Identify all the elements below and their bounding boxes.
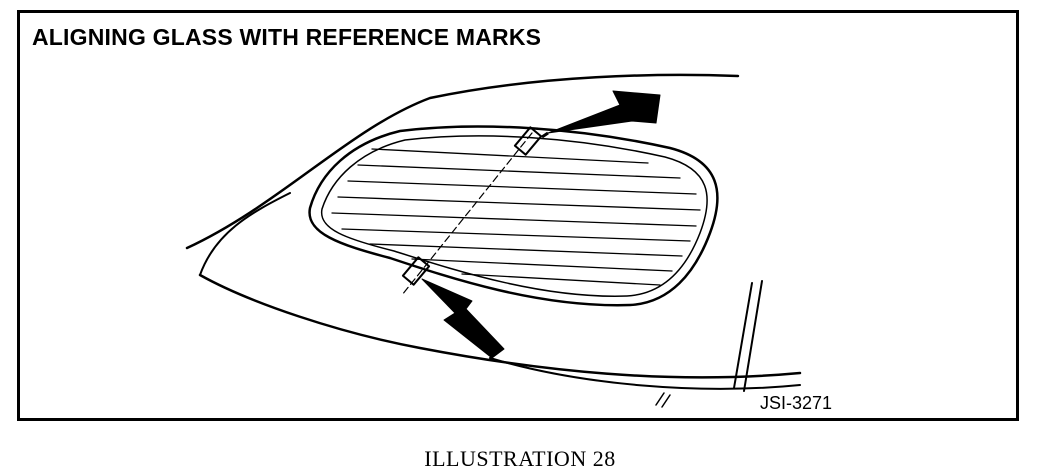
glass-outer-molding [308,125,719,307]
break-mark [655,392,671,408]
lower-arrow [421,278,505,359]
defroster-grid [331,148,701,286]
roof-line [185,73,740,250]
upper-reference-mark [513,126,543,156]
pillar-line-2 [743,280,763,392]
lower-reference-mark [401,256,431,286]
glass-inner-edge [320,135,708,297]
figure-code: JSI-3271 [760,393,833,413]
deck-lid-line [198,273,802,379]
upper-arrow [541,90,661,139]
trunk-edge [489,357,801,390]
figure-frame: ALIGNING GLASS WITH REFERENCE MARKS [17,10,1019,421]
pillar-line-1 [733,282,753,389]
figure-caption: ILLUSTRATION 28 [424,446,616,471]
windshield-diagram [185,73,802,408]
center-reference-line [401,132,533,296]
figure-title: ALIGNING GLASS WITH REFERENCE MARKS [32,24,542,50]
body-outline [199,192,291,276]
